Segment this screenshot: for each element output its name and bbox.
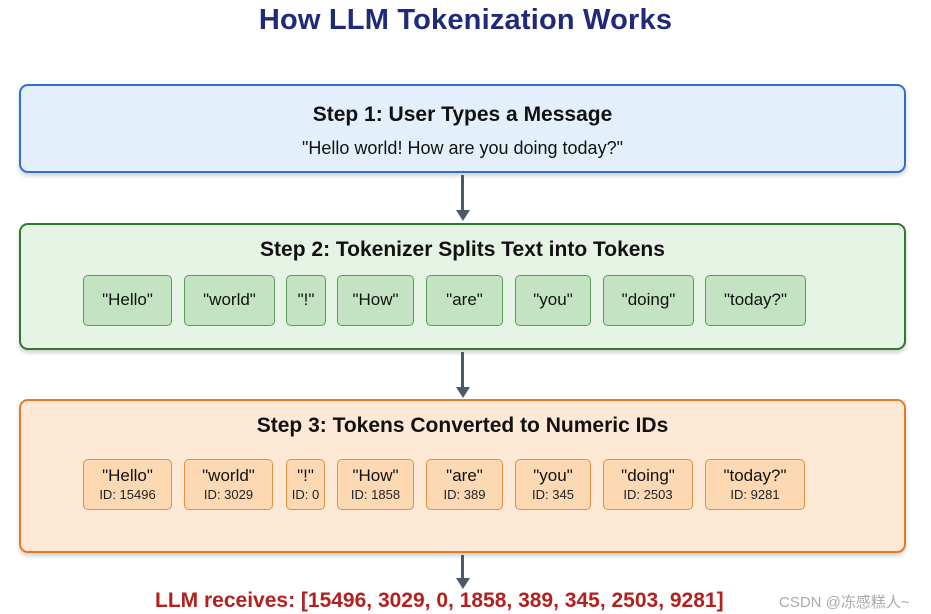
token-text: "are" xyxy=(446,466,483,485)
watermark: CSDN @冻感糕人~ xyxy=(779,594,910,611)
token: "!" xyxy=(286,275,326,326)
token: "today?" xyxy=(705,275,806,326)
token-with-id: "!" ID: 0 xyxy=(286,459,325,510)
token-id: ID: 9281 xyxy=(730,487,780,502)
token-text: "How" xyxy=(352,466,399,485)
arrow-down-icon xyxy=(456,352,470,398)
token: "are" xyxy=(426,275,503,326)
token: "doing" xyxy=(603,275,694,326)
token-id: ID: 389 xyxy=(443,487,486,502)
arrow-down-icon xyxy=(456,555,470,589)
token-with-id: "world" ID: 3029 xyxy=(184,459,273,510)
token-id: ID: 345 xyxy=(532,487,574,502)
llm-input-ids: LLM receives: [15496, 3029, 0, 1858, 389… xyxy=(155,589,724,612)
token-id: ID: 0 xyxy=(291,487,320,502)
token-with-id: "How" ID: 1858 xyxy=(337,459,414,510)
token-text: "!" xyxy=(297,466,314,485)
token-with-id: "doing" ID: 2503 xyxy=(603,459,693,510)
token-text: "you" xyxy=(533,466,573,485)
token-text: "doing" xyxy=(621,466,675,485)
token-id: ID: 3029 xyxy=(203,487,254,502)
step2-title: Step 2: Tokenizer Splits Text into Token… xyxy=(260,238,665,261)
token-text: "today?" xyxy=(723,466,787,485)
token-with-id: "you" ID: 345 xyxy=(515,459,591,510)
token-text: "Hello" xyxy=(102,466,153,485)
step3-title: Step 3: Tokens Converted to Numeric IDs xyxy=(256,414,669,437)
step2-box: Step 2: Tokenizer Splits Text into Token… xyxy=(19,223,906,350)
token-with-id: "are" ID: 389 xyxy=(426,459,503,510)
token: "Hello" xyxy=(83,275,172,326)
token: "world" xyxy=(184,275,275,326)
token-text: "world" xyxy=(202,466,255,485)
token-with-id: "Hello" ID: 15496 xyxy=(83,459,172,510)
step1-box: Step 1: User Types a Message "Hello worl… xyxy=(19,84,906,173)
token: "How" xyxy=(337,275,414,326)
step1-title: Step 1: User Types a Message xyxy=(312,103,613,126)
token-with-id: "today?" ID: 9281 xyxy=(705,459,805,510)
token-id: ID: 1858 xyxy=(350,487,401,502)
step3-box: Step 3: Tokens Converted to Numeric IDs … xyxy=(19,399,906,553)
arrow-down-icon xyxy=(456,175,470,221)
user-message: "Hello world! How are you doing today?" xyxy=(302,138,623,158)
token-id: ID: 15496 xyxy=(99,487,156,502)
token-id: ID: 2503 xyxy=(623,487,673,502)
token: "you" xyxy=(515,275,591,326)
diagram-title: How LLM Tokenization Works xyxy=(258,4,673,36)
